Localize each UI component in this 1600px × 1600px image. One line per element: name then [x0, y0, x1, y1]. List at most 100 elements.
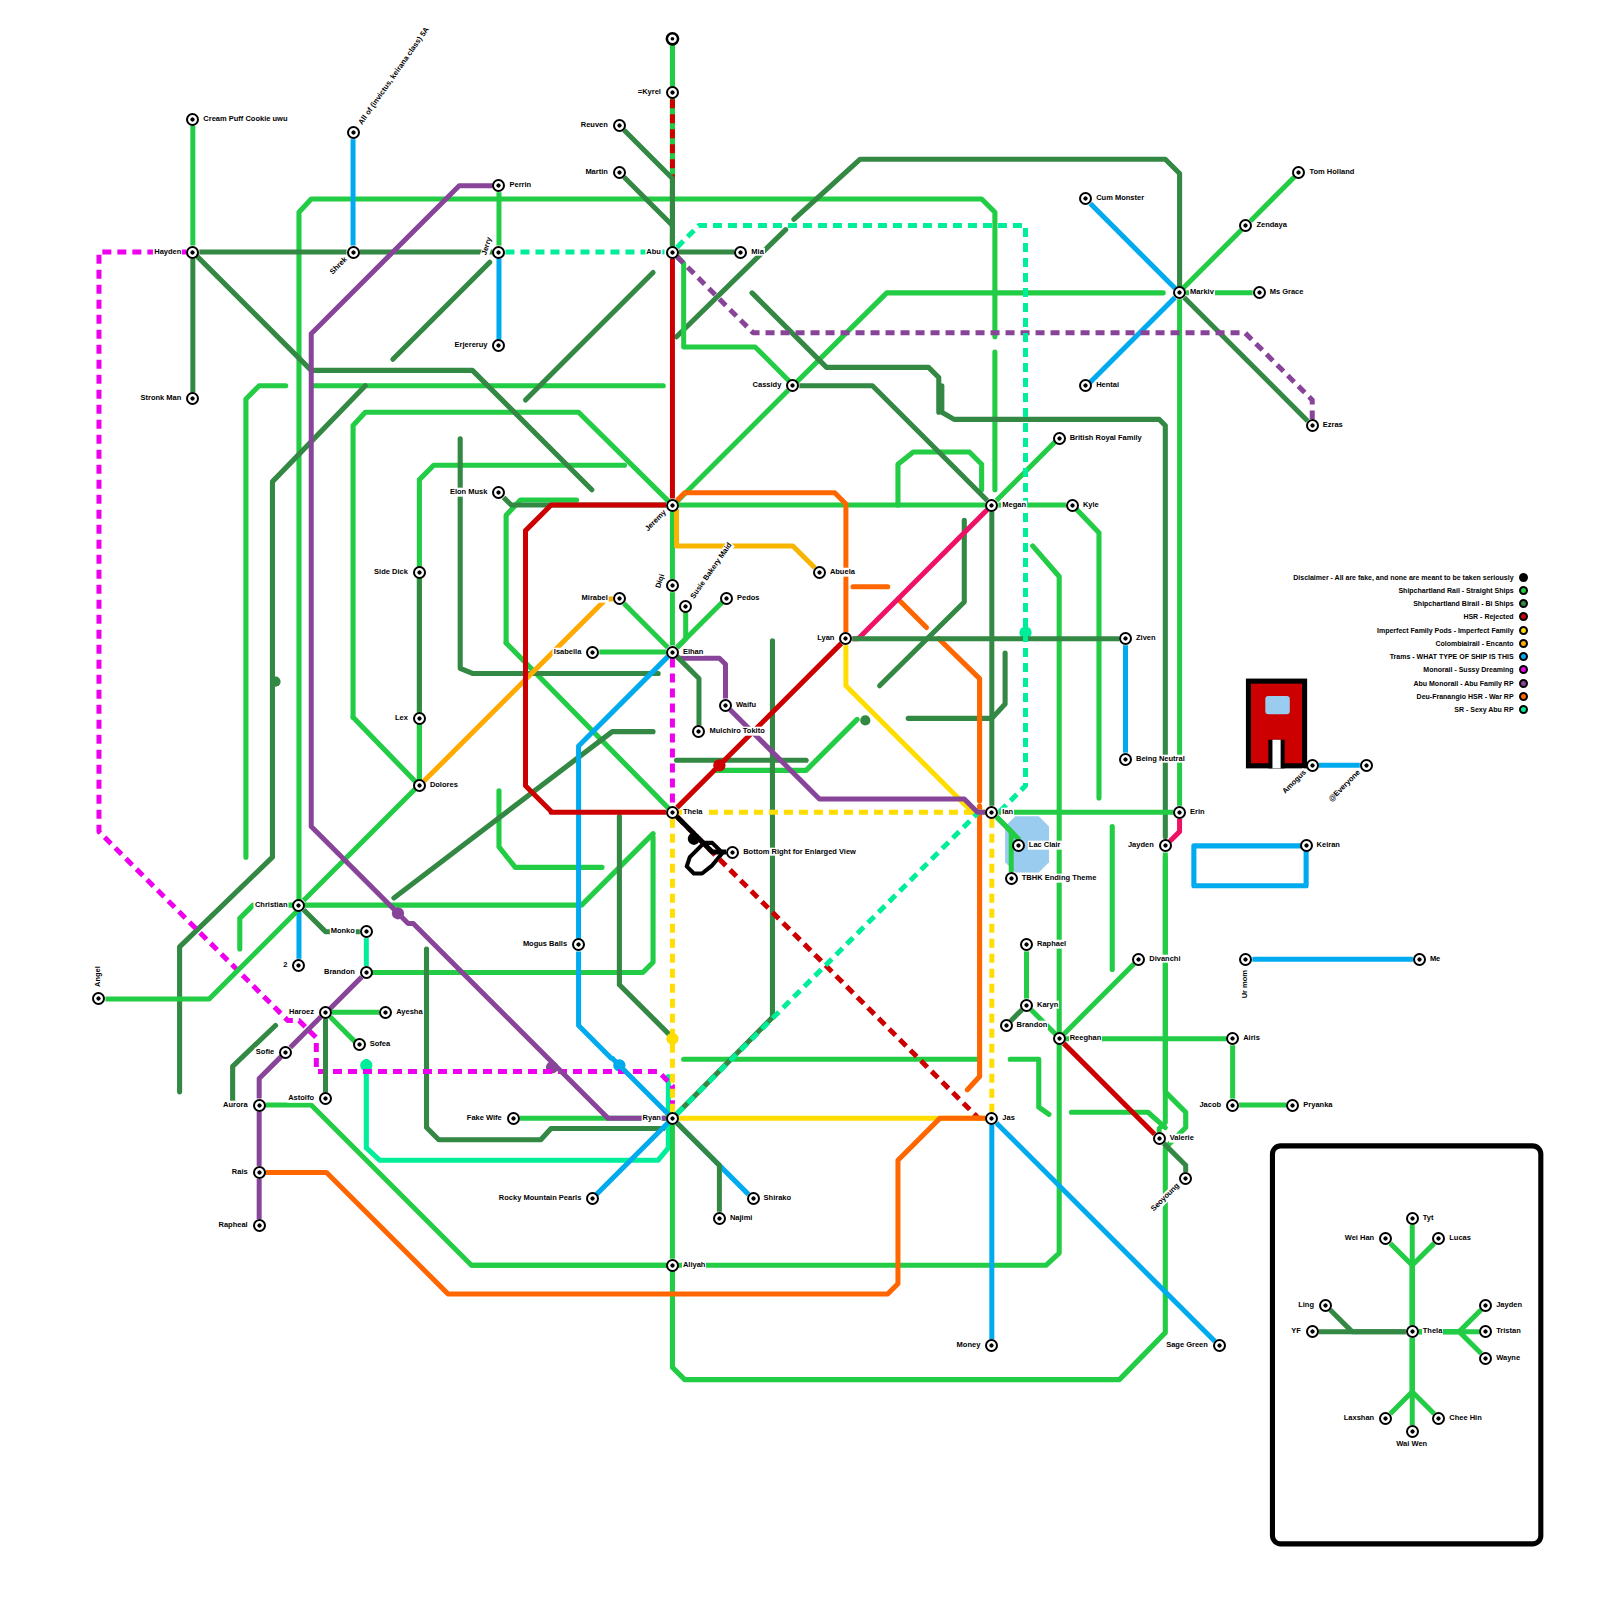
station-name: Me	[1429, 954, 1441, 963]
rail-line	[505, 250, 665, 255]
station-marker: Ling	[1319, 1299, 1332, 1312]
rail-line	[332, 1010, 379, 1015]
rail-line	[998, 810, 1173, 815]
rail-line	[670, 259, 675, 499]
station-marker: Reuven	[613, 119, 626, 132]
rail-line	[1251, 177, 1295, 221]
map-line	[240, 834, 653, 949]
station-marker: Mulchiro Tokito	[692, 725, 705, 738]
legend-swatch	[1519, 573, 1528, 582]
rail-line	[1024, 951, 1029, 998]
station-name: Rocky Mountain Pearls	[498, 1194, 583, 1203]
station-marker: Ziven	[1119, 632, 1132, 645]
station-name: Mirabel	[581, 594, 609, 603]
map-line	[419, 465, 624, 785]
legend-row: Imperfect Family Pods - Imperfect Family	[1376, 626, 1528, 635]
station-marker: Cassidy	[786, 379, 799, 392]
rail-line	[677, 657, 699, 725]
rail-line	[327, 977, 362, 1012]
rail-line	[496, 192, 501, 245]
rail-line	[190, 126, 195, 246]
station-marker: Cream Puff Cookie uwu	[186, 113, 199, 126]
station-name: @Everyone	[1326, 768, 1363, 805]
legend-text: HSR - Rejected	[1462, 613, 1514, 620]
legend-row: Colombiairail - Encanto	[1434, 639, 1527, 648]
station-marker: Sofie	[279, 1046, 292, 1059]
station-marker: Diqi	[666, 579, 679, 592]
station-marker: Mirabel	[613, 592, 626, 605]
map-line	[1110, 827, 1115, 970]
station-marker: Kyle	[1066, 499, 1079, 512]
station-marker: Ur mom	[1239, 953, 1252, 966]
station-marker: Isabella	[586, 646, 599, 659]
station-marker: Martin	[613, 166, 626, 179]
map-line	[1265, 696, 1289, 714]
rail-line	[105, 909, 299, 999]
station-marker: Jerry	[492, 246, 505, 259]
station-name: Hayden	[153, 247, 182, 256]
legend-text: Shipchartland Birail - Bi Ships	[1412, 600, 1514, 607]
station-marker: TBHK Ending Theme	[1005, 872, 1018, 885]
map-line	[180, 386, 366, 1092]
station-marker: Ayesha	[379, 1006, 392, 1019]
station-marker: Amogus	[1306, 759, 1319, 772]
rail-line	[670, 1125, 675, 1259]
station-name: =Kyrel	[637, 88, 662, 97]
legend-row: Deu-Franangio HSR - War RP	[1416, 692, 1528, 701]
legend-swatch	[1519, 586, 1528, 595]
station-name: Sofie	[255, 1047, 275, 1056]
station-name: Brandon	[323, 968, 356, 977]
rail-line	[624, 177, 672, 245]
rail-line	[846, 645, 985, 812]
station-name: YF	[1290, 1327, 1302, 1336]
rail-line	[290, 1017, 321, 1048]
rail-line	[624, 130, 672, 245]
map-line	[299, 199, 995, 905]
map-line	[853, 584, 888, 589]
legend-swatch	[1519, 639, 1528, 648]
rail-line	[1011, 1010, 1022, 1021]
station-marker: Abu	[666, 246, 679, 259]
rail-line	[799, 386, 987, 501]
rail-line	[1170, 819, 1180, 842]
rail-line	[677, 257, 1312, 419]
rail-line	[677, 493, 846, 632]
map-line	[506, 500, 576, 643]
rail-line	[351, 139, 356, 245]
station-marker: Cum Monster	[1079, 192, 1092, 205]
station-name: British Royal Family	[1069, 434, 1143, 443]
station-marker: Jayden	[1479, 1299, 1492, 1312]
map-line	[270, 627, 1031, 1074]
map-line	[898, 599, 927, 628]
rail-line	[579, 951, 668, 1113]
legend-row: Shipchartland Rail - Straight Ships	[1397, 586, 1527, 595]
station-name: Reeghan	[1069, 1034, 1103, 1043]
station-name: Christian	[254, 900, 289, 909]
rail-line	[99, 252, 672, 1112]
station-name: Aliyah	[682, 1260, 707, 1269]
station-name: Karyn	[1036, 1000, 1059, 1009]
station-name: Laxshan	[1343, 1414, 1375, 1423]
station-marker: Keiran	[1300, 839, 1313, 852]
rail-line	[996, 817, 1011, 872]
station-name: Ms Grace	[1269, 288, 1305, 297]
legend-text: Disclaimer - All are fake, and none are …	[1292, 574, 1514, 581]
rail-line	[677, 599, 725, 647]
station-marker: Wayne	[1479, 1352, 1492, 1365]
map-line	[967, 806, 979, 1090]
station-name: Erin	[1189, 807, 1206, 816]
station-marker: Me	[1413, 953, 1426, 966]
rail-line	[1180, 230, 1242, 292]
station-marker: Being Neutral	[1119, 753, 1132, 766]
station-name: Reuven	[580, 121, 609, 130]
station-name: Divanchi	[1148, 954, 1181, 963]
station-name: Jerry	[480, 235, 494, 257]
rail-line	[679, 250, 734, 255]
station-name: Thela	[682, 807, 704, 816]
station-name: Abu	[645, 247, 662, 256]
station-marker: Ezras	[1306, 419, 1319, 432]
map-line	[752, 293, 939, 412]
legend-text: SR - Sexy Abu RP	[1453, 706, 1514, 713]
